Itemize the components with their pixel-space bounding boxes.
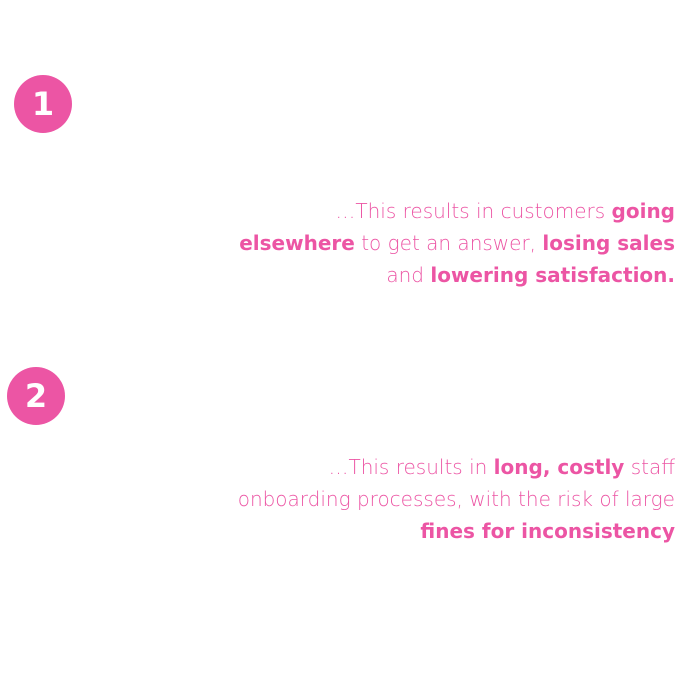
- statement-emphasis: losing sales: [542, 231, 675, 255]
- statement-1: …This results in customers going elsewhe…: [239, 195, 675, 291]
- step-number-badge-1: 1: [14, 75, 72, 133]
- statement-line: and lowering satisfaction.: [239, 259, 675, 291]
- statement-text: …This results in: [328, 455, 494, 479]
- statement-2: …This results in long, costly staff onbo…: [238, 451, 675, 547]
- step-number-badge-2: 2: [7, 367, 65, 425]
- statement-emphasis: fines for inconsistency: [420, 519, 675, 543]
- statement-emphasis: going: [611, 199, 675, 223]
- statement-text: to get an answer,: [354, 231, 543, 255]
- statement-line: elsewhere to get an answer, losing sales: [239, 227, 675, 259]
- step-number-1: 1: [31, 85, 55, 123]
- statement-text: and: [386, 263, 431, 287]
- statement-line: onboarding processes, with the risk of l…: [238, 483, 675, 515]
- statement-emphasis: long, costly: [493, 455, 625, 479]
- statement-emphasis: lowering satisfaction.: [430, 263, 675, 287]
- statement-text: onboarding processes, with the risk of l…: [237, 487, 675, 511]
- statement-text: staff: [624, 455, 675, 479]
- statement-emphasis: elsewhere: [239, 231, 355, 255]
- statement-text: …This results in customers: [335, 199, 612, 223]
- statement-line: …This results in customers going: [239, 195, 675, 227]
- step-number-2: 2: [24, 377, 48, 415]
- statement-line: fines for inconsistency: [238, 515, 675, 547]
- statement-line: …This results in long, costly staff: [238, 451, 675, 483]
